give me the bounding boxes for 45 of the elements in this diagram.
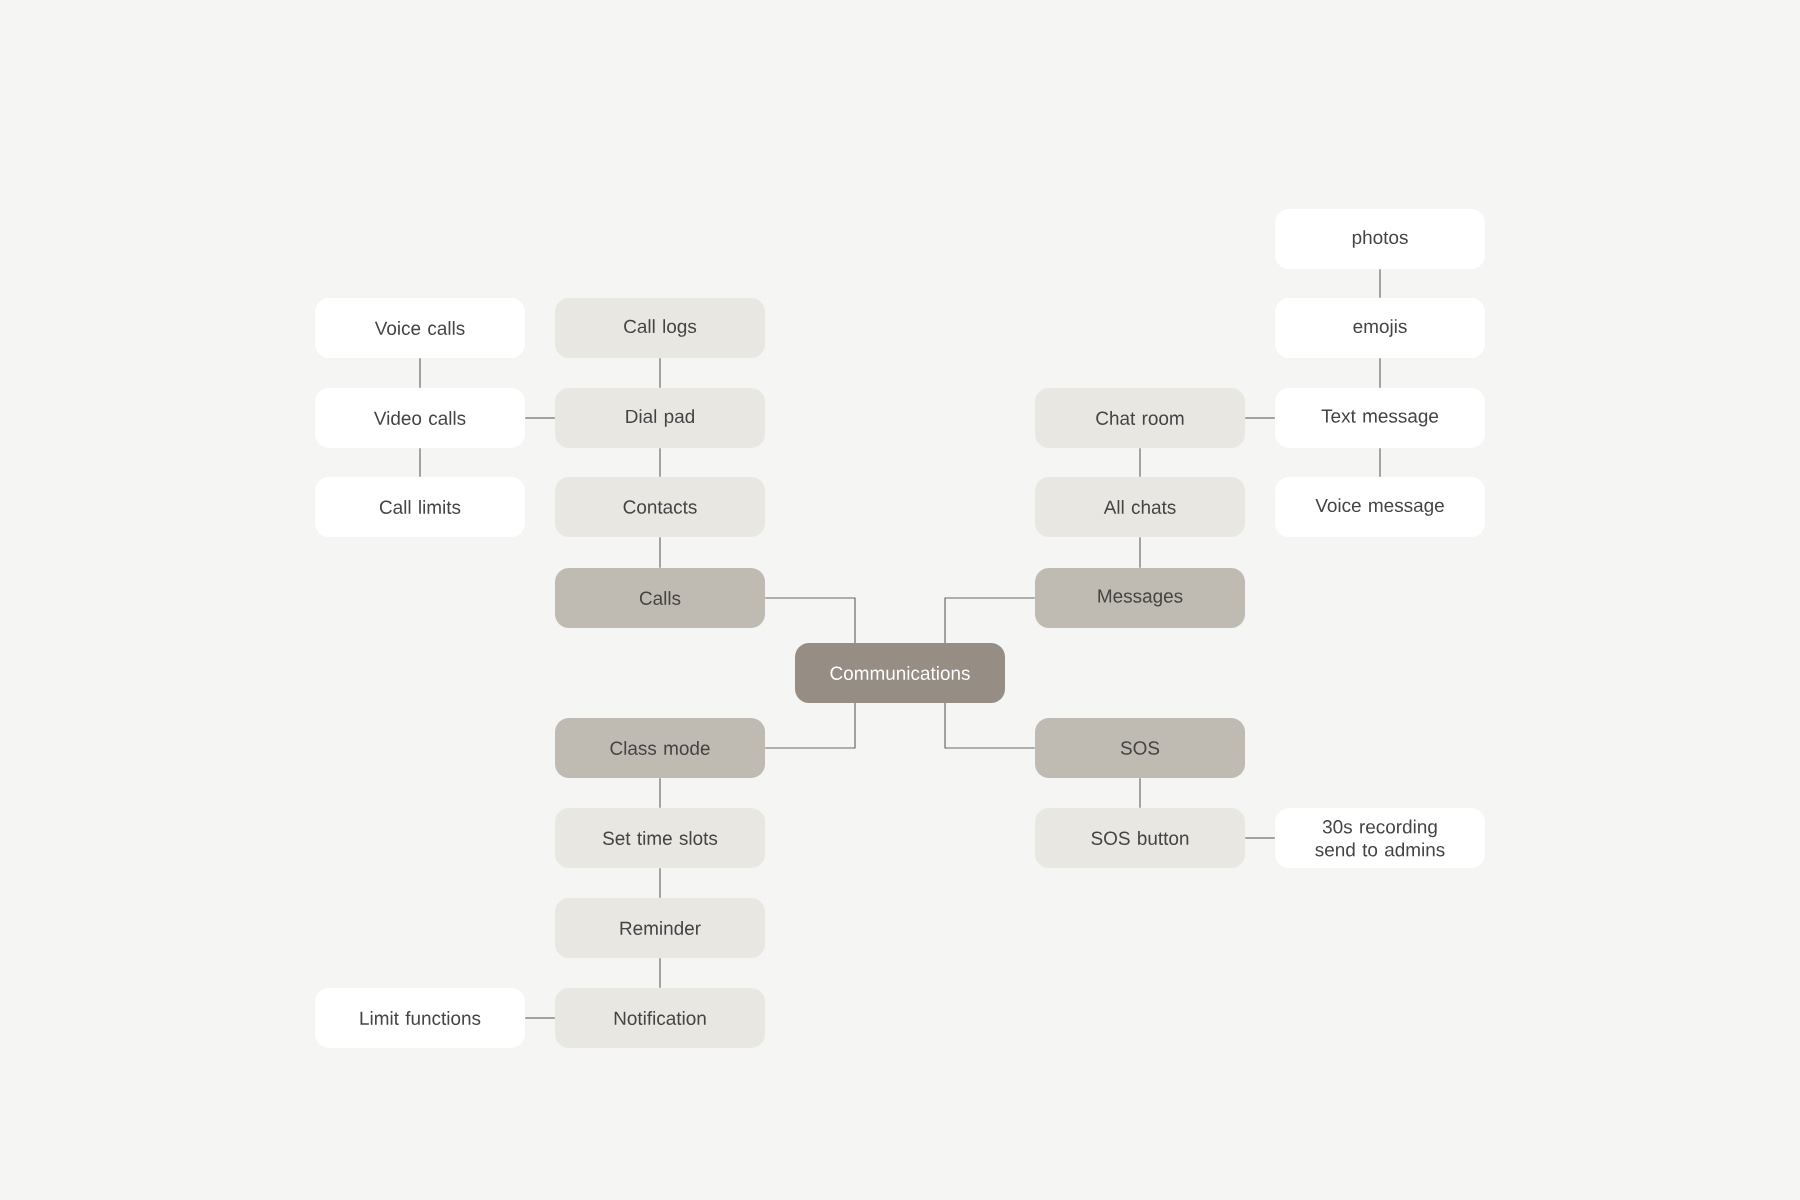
connector-line <box>1139 536 1141 569</box>
topic-box: Contacts <box>555 477 765 537</box>
connector-line <box>524 1017 556 1019</box>
connector-line <box>659 957 661 989</box>
central-topic-box: Communications <box>795 643 1005 703</box>
connector-line <box>1379 268 1381 299</box>
subtopic-box: Voice message <box>1275 477 1485 537</box>
branch-box: SOS <box>1035 718 1245 778</box>
subtopic-box: Voice calls <box>315 298 525 358</box>
connector-line <box>1379 447 1381 478</box>
topic-box: All chats <box>1035 477 1245 537</box>
topic-box: Call logs <box>555 298 765 358</box>
subtopic-box: 30s recording send to admins <box>1275 808 1485 868</box>
connector-line <box>1139 777 1141 809</box>
connector-line <box>659 447 661 478</box>
connector-line <box>1244 417 1276 419</box>
subtopic-box: emojis <box>1275 298 1485 358</box>
topic-box: SOS button <box>1035 808 1245 868</box>
branch-box: Messages <box>1035 568 1245 628</box>
connector-line <box>764 702 856 749</box>
connector-line <box>1244 837 1276 839</box>
connector-line <box>524 417 556 419</box>
connector-line <box>659 357 661 389</box>
topic-box: Set time slots <box>555 808 765 868</box>
subtopic-box: Limit functions <box>315 988 525 1048</box>
connector-line <box>944 702 1036 749</box>
connector-line <box>764 597 856 644</box>
topic-box: Chat room <box>1035 388 1245 448</box>
connector-line <box>1379 357 1381 389</box>
connector-line <box>944 597 1036 644</box>
connector-line <box>419 447 421 478</box>
connector-line <box>1139 447 1141 478</box>
subtopic-box: Call limits <box>315 477 525 537</box>
topic-box: Reminder <box>555 898 765 958</box>
branch-box: Calls <box>555 568 765 628</box>
subtopic-box: Text message <box>1275 388 1485 448</box>
connector-line <box>419 357 421 389</box>
connector-line <box>659 867 661 899</box>
connector-line <box>659 536 661 569</box>
topic-box: Notification <box>555 988 765 1048</box>
topic-box: Dial pad <box>555 388 765 448</box>
subtopic-box: Video calls <box>315 388 525 448</box>
connector-line <box>659 777 661 809</box>
subtopic-box: photos <box>1275 209 1485 269</box>
branch-box: Class mode <box>555 718 765 778</box>
